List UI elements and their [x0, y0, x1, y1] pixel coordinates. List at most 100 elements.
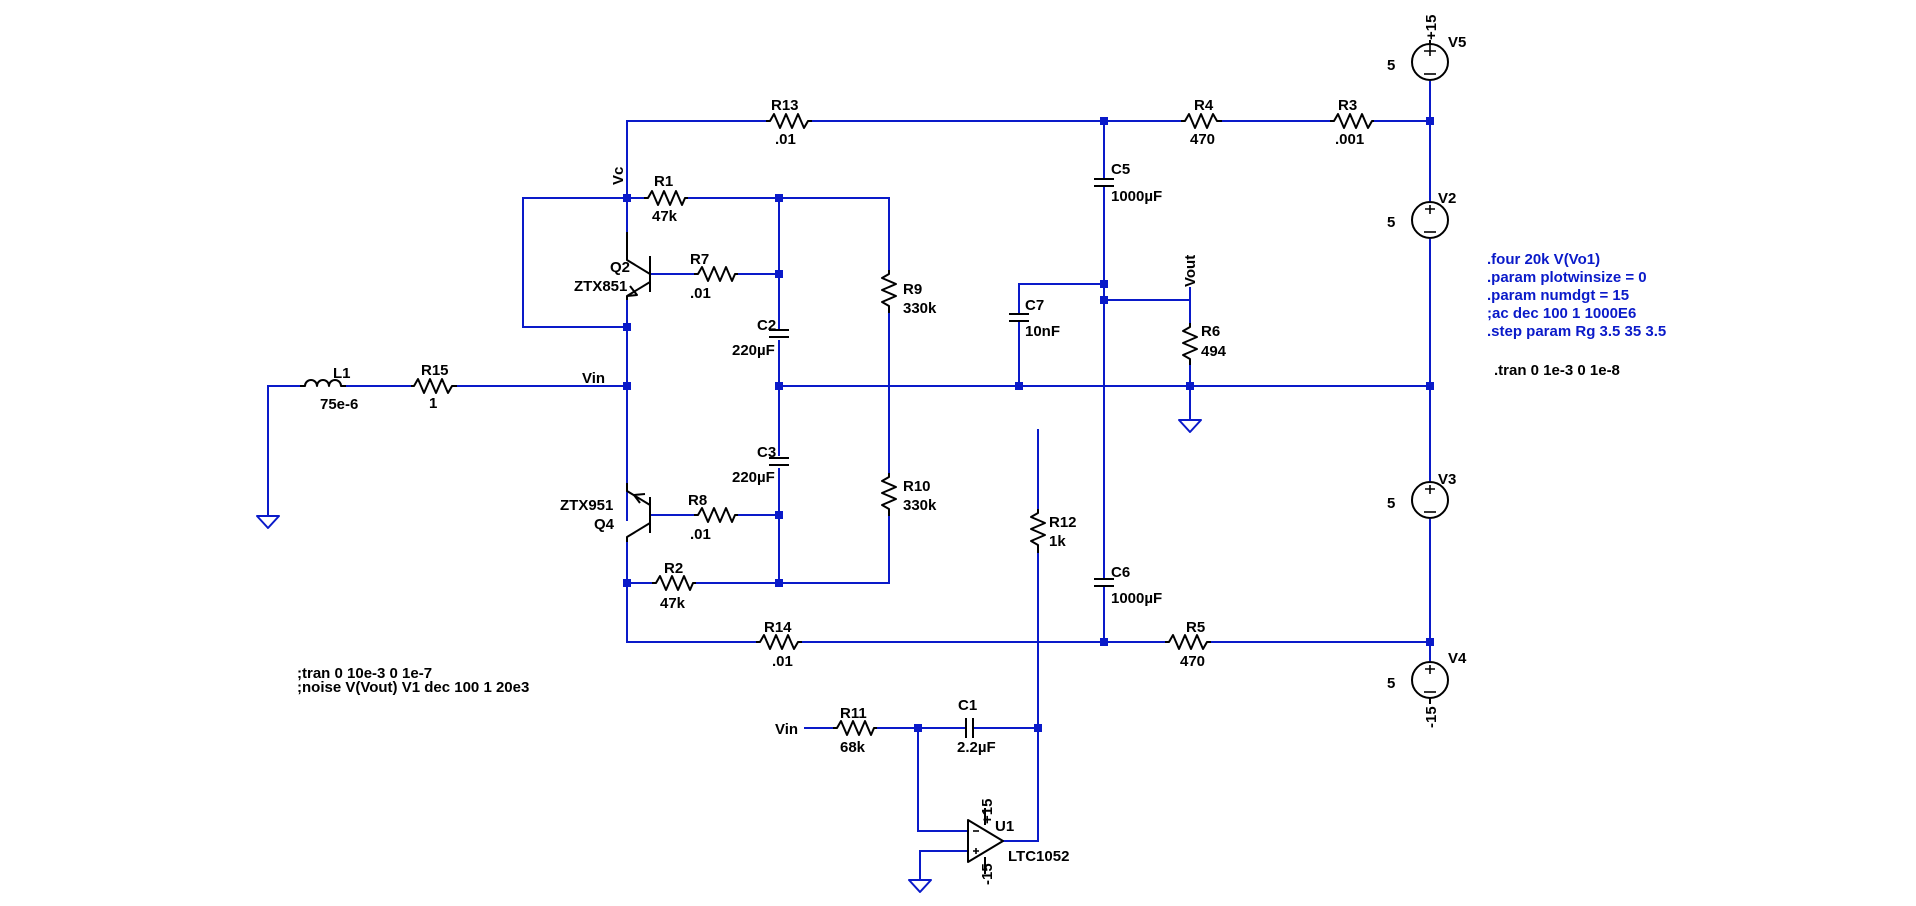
- c1-value: 2.2µF: [957, 739, 996, 756]
- opamp-u1[interactable]: U1 LTC1052 +15 -15: [967, 799, 1069, 885]
- v5-rail: +15: [1423, 15, 1440, 40]
- transistor-q4[interactable]: ZTX951 Q4: [560, 482, 651, 542]
- r4-name: R4: [1194, 97, 1214, 114]
- resistor-r2[interactable]: R2 47k: [652, 560, 696, 612]
- directive-line: ;ac dec 100 1 1000E6: [1487, 305, 1636, 322]
- q2-model: ZTX851: [574, 278, 627, 295]
- transistor-q2[interactable]: Q2 ZTX851: [574, 232, 651, 300]
- voltage-source-v4[interactable]: V4 5 -15: [1387, 650, 1467, 728]
- c7-name: C7: [1025, 297, 1044, 314]
- c3-name: C3: [757, 444, 776, 461]
- r4-value: 470: [1190, 131, 1215, 148]
- ground-symbol-r6: [1178, 419, 1202, 433]
- r7-name: R7: [690, 251, 709, 268]
- u1-name: U1: [995, 818, 1014, 835]
- r13-name: R13: [771, 97, 799, 114]
- v3-name: V3: [1438, 471, 1456, 488]
- c2-name: C2: [757, 317, 776, 334]
- comment-line: ;tran 0 10e-3 0 1e-7: [297, 665, 432, 682]
- v5-value: 5: [1387, 57, 1395, 74]
- r14-name: R14: [764, 619, 792, 636]
- ground-symbol-l1: [256, 515, 280, 529]
- r1-name: R1: [654, 173, 673, 190]
- u1-model: LTC1052: [1008, 848, 1069, 865]
- resistor-r11[interactable]: R11 68k: [833, 705, 877, 756]
- resistor-r12[interactable]: R12 1k: [1030, 509, 1077, 553]
- directive-line: .param plotwinsize = 0: [1487, 269, 1647, 286]
- capacitor-c2[interactable]: C2 220µF: [732, 317, 789, 359]
- spice-comments: ;tran 0 10e-3 0 1e-7 ;noise V(Vout) V1 d…: [297, 665, 529, 696]
- r2-value: 47k: [660, 595, 686, 612]
- comment-line: ;noise V(Vout) V1 dec 100 1 20e3: [297, 679, 529, 696]
- q4-model: ZTX951: [560, 497, 613, 514]
- resistor-r15[interactable]: R15 1: [411, 362, 457, 412]
- v4-name: V4: [1448, 650, 1467, 667]
- v4-rail: -15: [1423, 706, 1440, 728]
- r5-value: 470: [1180, 653, 1205, 670]
- resistor-r14[interactable]: R14 .01: [756, 619, 802, 670]
- resistor-r4[interactable]: R4 470: [1181, 97, 1222, 148]
- r3-value: .001: [1335, 131, 1364, 148]
- r8-value: .01: [690, 526, 711, 543]
- r9-value: 330k: [903, 300, 937, 317]
- c5-name: C5: [1111, 161, 1130, 178]
- r15-value: 1: [429, 395, 437, 412]
- tran-directive: .tran 0 1e-3 0 1e-8: [1494, 362, 1620, 379]
- r14-value: .01: [772, 653, 793, 670]
- junction-dots: [623, 117, 1434, 732]
- l1-value: 75e-6: [320, 396, 358, 413]
- directive-line: .step param Rg 3.5 35 3.5: [1487, 323, 1666, 340]
- v2-value: 5: [1387, 214, 1395, 231]
- v5-name: V5: [1448, 34, 1466, 51]
- r15-name: R15: [421, 362, 449, 379]
- q4-name: Q4: [594, 516, 615, 533]
- resistor-r8[interactable]: R8 .01: [688, 492, 738, 543]
- capacitor-c6[interactable]: C6 1000µF: [1094, 564, 1162, 607]
- inductor-l1[interactable]: L1 75e-6: [300, 365, 358, 413]
- voltage-source-v3[interactable]: V3 5: [1387, 471, 1456, 519]
- ground-symbol-u1: [908, 879, 932, 893]
- directive-line: .four 20k V(Vo1): [1487, 251, 1600, 268]
- resistor-r1[interactable]: R1 47k: [644, 173, 688, 225]
- c1-name: C1: [958, 697, 977, 714]
- u1-vpos: +15: [979, 799, 996, 824]
- voltage-source-v2[interactable]: V2 5: [1387, 190, 1456, 239]
- c5-value: 1000µF: [1111, 188, 1162, 205]
- capacitor-c5[interactable]: C5 1000µF: [1094, 161, 1162, 205]
- r11-value: 68k: [840, 739, 866, 756]
- resistor-r6[interactable]: R6 494: [1182, 323, 1227, 365]
- r10-name: R10: [903, 478, 931, 495]
- c3-value: 220µF: [732, 469, 775, 486]
- r12-name: R12: [1049, 514, 1077, 531]
- capacitor-c3[interactable]: C3 220µF: [732, 444, 789, 486]
- r1-value: 47k: [652, 208, 678, 225]
- c2-value: 220µF: [732, 342, 775, 359]
- r11-name: R11: [840, 705, 867, 722]
- r6-name: R6: [1201, 323, 1220, 340]
- u1-vneg: -15: [979, 863, 996, 885]
- l1-name: L1: [333, 365, 351, 382]
- resistor-r10[interactable]: R10 330k: [881, 473, 937, 516]
- spice-directives: .four 20k V(Vo1) .param plotwinsize = 0 …: [1487, 251, 1666, 340]
- resistor-r5[interactable]: R5 470: [1165, 619, 1211, 670]
- r9-name: R9: [903, 281, 922, 298]
- v3-value: 5: [1387, 495, 1395, 512]
- capacitor-c7[interactable]: C7 10nF: [1009, 297, 1060, 340]
- r6-value: 494: [1201, 343, 1227, 360]
- resistor-r7[interactable]: R7 .01: [690, 251, 738, 302]
- r12-value: 1k: [1049, 533, 1066, 550]
- resistor-r13[interactable]: R13 .01: [766, 97, 812, 148]
- net-label-vin-opamp: Vin: [775, 721, 798, 738]
- r2-name: R2: [664, 560, 683, 577]
- c6-name: C6: [1111, 564, 1130, 581]
- net-label-vin: Vin: [582, 370, 605, 387]
- resistor-r3[interactable]: R3 .001: [1330, 97, 1374, 148]
- resistor-r9[interactable]: R9 330k: [881, 270, 937, 317]
- v4-value: 5: [1387, 675, 1395, 692]
- capacitor-c1[interactable]: C1 2.2µF: [957, 697, 996, 756]
- r10-value: 330k: [903, 497, 937, 514]
- voltage-source-v5[interactable]: V5 5 +15: [1387, 15, 1466, 81]
- q2-name: Q2: [610, 259, 630, 276]
- v2-name: V2: [1438, 190, 1456, 207]
